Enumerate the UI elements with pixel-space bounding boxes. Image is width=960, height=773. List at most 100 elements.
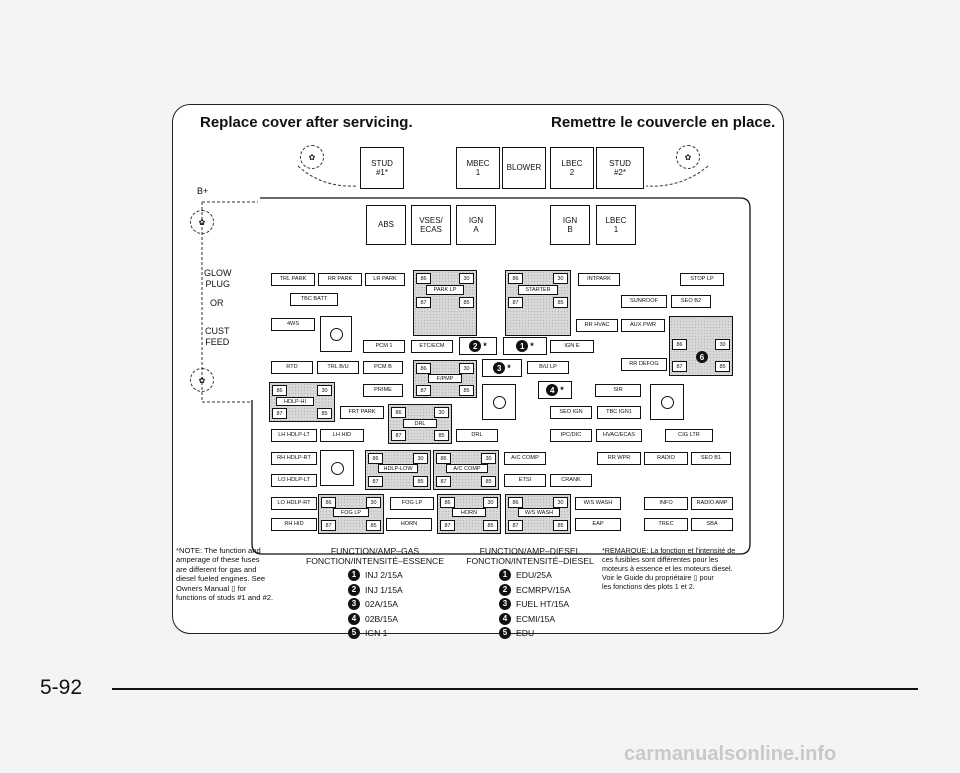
glow-plug-label: GLOW PLUG xyxy=(204,268,232,290)
fuse-lr-park: LR PARK xyxy=(365,273,405,286)
fuse-pcm-1: PCM 1 xyxy=(363,340,405,353)
fuse-cig-ltr: CIG LTR xyxy=(665,429,713,442)
diode-slot-2 xyxy=(482,384,516,420)
fuse-etsi: ETSI xyxy=(504,474,546,487)
gas-function-list: FUNCTION/AMP–GAS FONCTION/INTENSITÉ–ESSE… xyxy=(300,546,450,641)
gas-title-en: FUNCTION/AMP–GAS xyxy=(330,546,420,556)
relay-hdlp-low-label: HDLP-LOW xyxy=(378,464,418,473)
fuse-stud-1: STUD #1* xyxy=(360,147,404,189)
fuse-lh-hid: LH HID xyxy=(320,429,364,442)
fuse-rr-hvac: RR HVAC xyxy=(576,319,618,332)
diesel-title-fr: FONCTION/INTENSITÉ–DIESEL xyxy=(466,556,594,566)
relay-hdlp-hi-label: HDLP-HI xyxy=(276,397,314,406)
fuse-info: INFO xyxy=(644,497,688,510)
fuse-rr-wpr: RR WPR xyxy=(597,452,641,465)
fuse-abs: ABS xyxy=(366,205,406,245)
relay-hdlp-hi: 86 30 HDLP-HI 87 85 xyxy=(269,382,335,422)
fuse-stop-lp: STOP LP xyxy=(680,273,724,286)
fuse-lbec-1: LBEC 1 xyxy=(596,205,636,245)
fuse-ign-e: IGN E xyxy=(550,340,594,353)
relay-fog-lp: 86 30 FOG LP 87 85 xyxy=(318,494,384,534)
fuse-seo-ign: SEO IGN xyxy=(550,406,592,419)
marker-1: 1 xyxy=(516,340,529,352)
diesel-function-list: FUNCTION/AMP–DIESEL FONCTION/INTENSITÉ–D… xyxy=(455,546,605,641)
fuse-ign-b: IGN B xyxy=(550,205,590,245)
fuse-hvac-ecas: HVAC/ECAS xyxy=(596,429,642,442)
fuse-ign-a: IGN A xyxy=(456,205,496,245)
relay-ws-wash-label: W/S WASH xyxy=(518,508,560,517)
fuse-sunroof: SUNROOF xyxy=(621,295,667,308)
fuse-aux-pwr: AUX PWR xyxy=(621,319,665,332)
fuse-block-outline xyxy=(201,165,751,555)
fuse-rh-hid: RH HID xyxy=(271,518,317,531)
fuse-sir: SIR xyxy=(595,384,641,397)
diesel-title-en: FUNCTION/AMP–DIESEL xyxy=(479,546,581,556)
relay-fog-lp-label: FOG LP xyxy=(333,508,369,517)
marker-1-slot: 1* xyxy=(503,337,547,355)
fuse-mbec-1: MBEC 1 xyxy=(456,147,500,189)
fuse-tbc-batt: TBC BATT xyxy=(290,293,338,306)
fuse-drl: DRL xyxy=(456,429,498,442)
fuse-bu-lp: B/U LP xyxy=(527,361,569,374)
relay-drl: 86 30 DRL 87 85 xyxy=(388,404,452,444)
gas-title-fr: FONCTION/INTENSITÉ–ESSENCE xyxy=(306,556,444,566)
fuse-ipc-dic: IPC/DIC xyxy=(550,429,592,442)
stud-1-terminal-icon: ✿ xyxy=(300,145,324,169)
marker-6: 6 xyxy=(696,351,708,363)
relay-6: 86 30 87 85 6 xyxy=(669,316,733,376)
relay-ac-comp-label: A/C COMP xyxy=(446,464,488,473)
fuse-frt-park: FRT PARK xyxy=(340,406,384,419)
fuse-rh-hdlp-rt: RH HDLP-RT xyxy=(271,452,317,465)
fuse-etc-ecm: ETC/ECM xyxy=(411,340,453,353)
fuse-sba: SBA xyxy=(691,518,733,531)
fuse-a-c-comp: A/C COMP xyxy=(504,452,546,465)
fuse-pcm-b: PCM B xyxy=(363,361,403,374)
fuse-lh-hdlp-lt: LH HDLP-LT xyxy=(271,429,317,442)
fuse-radio-amp: RADIO AMP xyxy=(691,497,733,510)
remettre-couvercle-heading: Remettre le couvercle en place. xyxy=(551,114,776,131)
marker-3: 3 xyxy=(493,362,506,374)
fuse-trl-bu: TRL B/U xyxy=(317,361,359,374)
relay-starter: 86 30 STARTER 87 85 xyxy=(505,270,571,336)
marker-4: 4 xyxy=(546,384,559,396)
marker-2: 2 xyxy=(469,340,482,352)
replace-cover-heading: Replace cover after servicing. xyxy=(200,114,413,131)
fuse-trec: TREC xyxy=(644,518,688,531)
diode-slot-4 xyxy=(320,450,354,486)
fuse-ws-wash: W/S WASH xyxy=(575,497,621,510)
relay-drl-label: DRL xyxy=(403,419,437,428)
fuse-horn: HORN xyxy=(386,518,432,531)
relay-hdlp-low: 86 30 HDLP-LOW 87 85 xyxy=(365,450,431,490)
fuse-lo-hdlp-lt: LO HDLP-LT xyxy=(271,474,317,487)
stud-2-terminal-icon: ✿ xyxy=(676,145,700,169)
watermark: carmanualsonline.info xyxy=(624,743,837,765)
fuse-radio: RADIO xyxy=(644,452,688,465)
relay-starter-label: STARTER xyxy=(518,285,558,295)
fuse-fog-lp: FOG LP xyxy=(390,497,434,510)
fuse-vses-ecas: VSES/ ECAS xyxy=(411,205,451,245)
marker-3-slot: 3* xyxy=(482,359,522,377)
fuse-blower: BLOWER xyxy=(502,147,546,189)
diode-slot-3 xyxy=(650,384,684,420)
b-plus-label: B+ xyxy=(197,186,209,196)
fuse-seo-b2: SEO B2 xyxy=(671,295,711,308)
fuse-intpark: INTPARK xyxy=(578,273,620,286)
relay-horn-label: HORN xyxy=(452,508,486,517)
fuse-rr-park: RR PARK xyxy=(318,273,362,286)
fuse-rr-defog: RR DEFOG xyxy=(621,358,667,371)
marker-4-slot: 4* xyxy=(538,381,572,399)
note-english: *NOTE: The function and amperage of thes… xyxy=(176,546,274,603)
fuse-seo-b1: SEO B1 xyxy=(691,452,731,465)
fuse-eap: EAP xyxy=(575,518,621,531)
relay-ac-comp: 86 30 A/C COMP 87 85 xyxy=(433,450,499,490)
or-label: OR xyxy=(210,298,224,308)
glow-plug-terminal-icon: ✿ xyxy=(190,368,214,392)
